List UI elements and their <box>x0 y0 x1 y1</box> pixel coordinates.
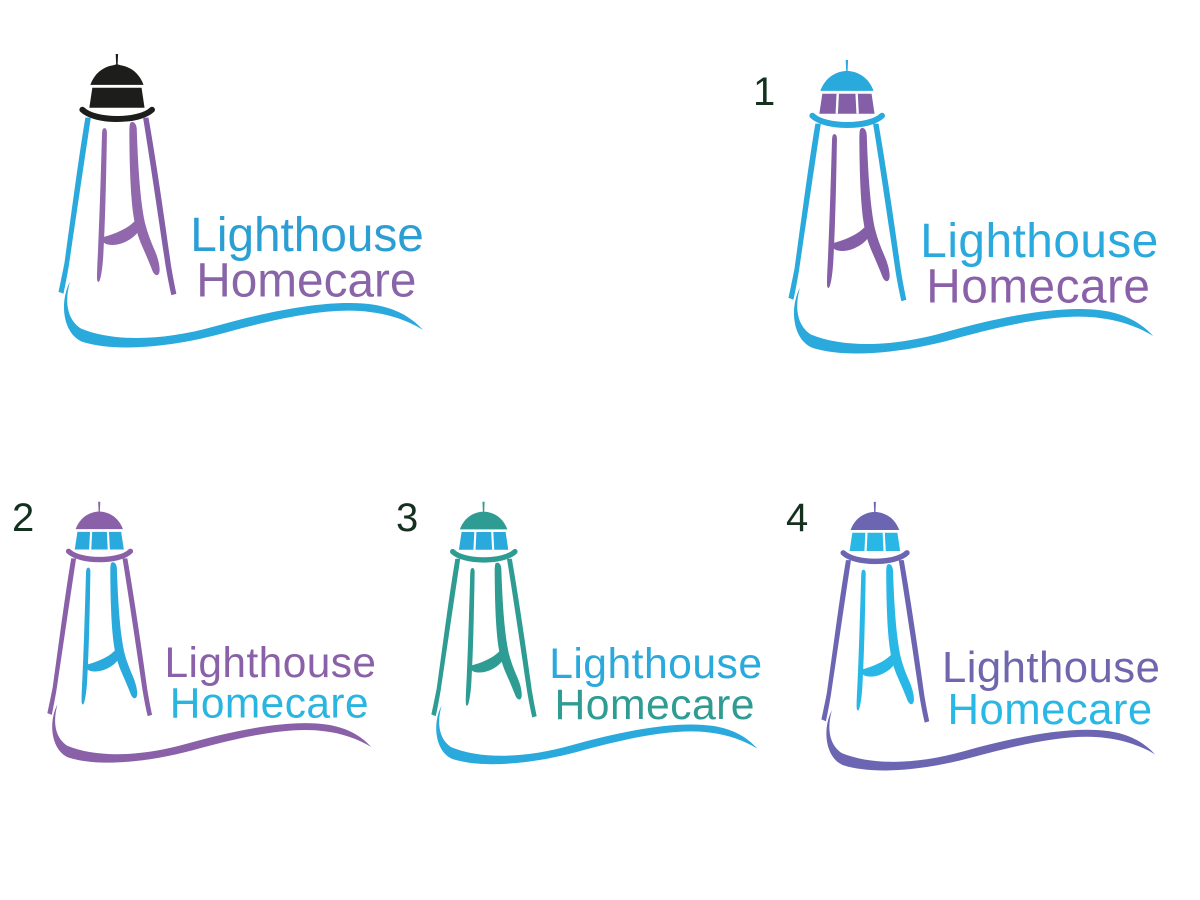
lighthouse-logo-graphic: Lighthouse Homecare <box>47 501 376 763</box>
wordmark-homecare: Homecare <box>170 680 369 727</box>
gallery-icon <box>65 548 134 563</box>
lantern-icon <box>74 531 124 550</box>
wordmark-homecare: Homecare <box>926 261 1150 314</box>
wordmark-lighthouse: Lighthouse <box>942 643 1160 692</box>
variant-number: 2 <box>12 496 35 540</box>
lighthouse-logo-graphic: Lighthouse Homecare <box>788 59 1159 354</box>
monogram-crossbar-icon <box>860 653 898 677</box>
logo: 4 Lighthous <box>786 498 1166 784</box>
lantern-icon <box>458 532 509 550</box>
tower-outline-right-icon <box>143 117 177 296</box>
tower-outline-left-icon <box>788 123 821 300</box>
logo: 2 Lighthous <box>12 498 382 776</box>
lantern-divider-icon <box>89 531 93 550</box>
antenna-icon <box>98 501 101 515</box>
monogram-icon <box>110 562 138 699</box>
monogram-crossbar-icon <box>101 220 142 245</box>
gallery-icon <box>840 550 910 564</box>
monogram-icon <box>859 128 890 282</box>
variant-number: 1 <box>753 70 776 114</box>
tower-bar-icon <box>826 134 837 288</box>
wordmark-lighthouse: Lighthouse <box>549 640 762 688</box>
tower-outline-right-icon <box>873 123 907 302</box>
monogram-icon <box>129 122 160 276</box>
tower-outline-left-icon <box>47 558 77 715</box>
lantern-divider-icon <box>864 532 868 552</box>
wordmark-homecare: Homecare <box>947 685 1152 734</box>
monogram-icon <box>886 564 914 705</box>
logo: 3 Lighthous <box>396 498 768 778</box>
wave-icon <box>793 287 1154 354</box>
wordmark-homecare: Homecare <box>555 681 755 729</box>
tower-outline-left-icon <box>58 117 91 294</box>
lantern-divider-icon <box>473 531 477 550</box>
tower-outline-right-icon <box>506 558 537 718</box>
tower-outline-left-icon <box>821 560 851 722</box>
tower-outline-right-icon <box>122 558 153 717</box>
tower-outline-left-icon <box>431 558 461 717</box>
lantern-icon <box>849 532 901 551</box>
tower-outline-right-icon <box>898 560 930 723</box>
lantern-icon <box>819 93 875 114</box>
lantern-divider-icon <box>106 531 110 550</box>
wordmark-homecare: Homecare <box>196 255 416 308</box>
dome-icon <box>90 64 144 85</box>
tower-bar-icon <box>465 568 475 706</box>
wave-icon <box>826 710 1156 771</box>
monogram-crossbar-icon <box>469 650 506 673</box>
antenna-icon <box>115 53 119 68</box>
wave-icon <box>436 705 758 765</box>
lantern-divider-icon <box>882 532 886 552</box>
lantern-icon <box>89 87 145 108</box>
lighthouse-logo-graphic: Lighthouse Homecare <box>431 501 762 765</box>
variant-number: 4 <box>786 496 809 540</box>
dome-icon <box>850 511 900 531</box>
antenna-icon <box>873 501 876 515</box>
lighthouse-logo-graphic: Lighthouse Homecare <box>821 501 1160 771</box>
gallery-icon <box>79 106 155 122</box>
lantern-divider-icon <box>491 531 495 550</box>
gallery-icon <box>450 548 518 563</box>
logo: 1 Lighthous <box>753 58 1165 368</box>
dome-icon <box>459 511 508 530</box>
wordmark-lighthouse: Lighthouse <box>190 209 424 262</box>
monogram-icon <box>494 562 522 700</box>
tower-bar-icon <box>856 569 866 711</box>
dome-icon <box>75 511 123 530</box>
lantern-divider-icon <box>855 93 859 114</box>
wave-icon <box>63 281 424 348</box>
wordmark-lighthouse: Lighthouse <box>164 639 376 686</box>
variant-number: 3 <box>396 496 419 540</box>
tower-bar-icon <box>96 128 107 282</box>
tower-bar-icon <box>81 567 91 705</box>
monogram-crossbar-icon <box>831 226 872 251</box>
wave-icon <box>52 704 372 763</box>
antenna-icon <box>482 501 485 515</box>
logo: Lighthouse Homecare <box>57 52 435 362</box>
gallery-icon <box>809 112 885 128</box>
wordmark-lighthouse: Lighthouse <box>920 215 1159 268</box>
lantern-divider-icon <box>835 93 839 114</box>
antenna-icon <box>845 59 849 74</box>
monogram-crossbar-icon <box>85 649 121 672</box>
lighthouse-logo-graphic: Lighthouse Homecare <box>58 53 424 348</box>
dome-icon <box>820 70 874 91</box>
